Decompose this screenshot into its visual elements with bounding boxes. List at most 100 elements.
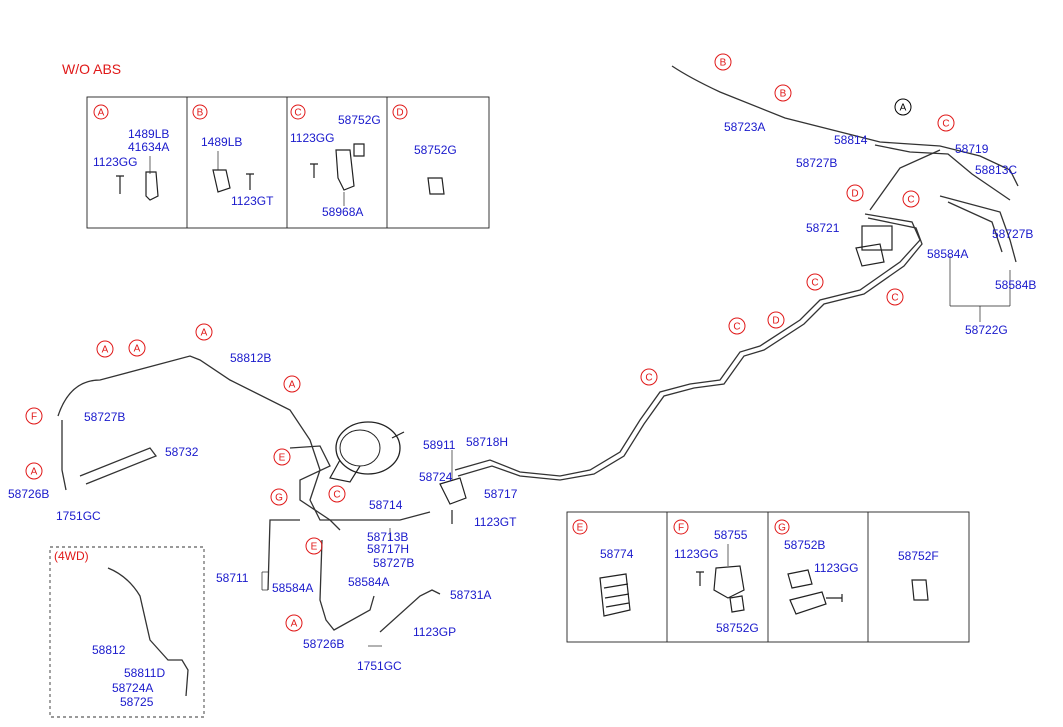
- svg-text:A: A: [201, 328, 208, 339]
- svg-text:G: G: [275, 493, 283, 504]
- svg-text:E: E: [279, 453, 286, 464]
- part-label-58718h: 58718H: [466, 435, 508, 449]
- part-label-58726b-low: 58726B: [303, 637, 344, 651]
- part-label-58584a-low: 58584A: [348, 575, 389, 589]
- legend-top-a: A 1489LB 41634A 1123GG: [93, 104, 169, 201]
- part-label-58717: 58717: [484, 487, 518, 501]
- callout-a-l3: A: [128, 339, 146, 357]
- callout-c-m2: C: [728, 317, 746, 335]
- part-label-58731a: 58731A: [450, 588, 491, 602]
- svg-text:C: C: [907, 195, 914, 206]
- callout-c-top: C: [937, 114, 955, 132]
- legend-bottom-g: G 58752B 1123GG: [774, 519, 858, 615]
- svg-text:B: B: [720, 58, 727, 69]
- part-number: 1489LB: [128, 127, 169, 141]
- part-number: 58812: [92, 643, 126, 657]
- svg-text:C: C: [891, 293, 898, 304]
- callout-label: A: [98, 108, 105, 119]
- variant-label: W/O ABS: [62, 61, 121, 77]
- callout-label: B: [197, 108, 204, 119]
- part-label-58813c: 58813C: [975, 163, 1017, 177]
- part-label-58723a: 58723A: [724, 120, 765, 134]
- part-label-58714: 58714: [369, 498, 403, 512]
- part-label-58812b: 58812B: [230, 351, 271, 365]
- part-label-58584a-mid: 58584A: [272, 581, 313, 595]
- part-label-58732: 58732: [165, 445, 199, 459]
- legend-bottom-plain: 58752F: [898, 549, 939, 601]
- part-label-58814: 58814: [834, 133, 868, 147]
- callout-label: F: [678, 523, 684, 534]
- part-label-1123gt: 1123GT: [474, 515, 517, 529]
- part-label-58724: 58724: [419, 470, 453, 484]
- callout-c-m1: C: [806, 273, 824, 291]
- part-number: 1123GG: [290, 131, 334, 145]
- part-number: 1123GG: [93, 155, 137, 169]
- svg-text:A: A: [900, 103, 907, 114]
- part-label-58717h: 58717H: [367, 542, 409, 556]
- callout-label: D: [396, 108, 403, 119]
- callout-a-l2: A: [96, 340, 114, 358]
- part-label-58911: 58911: [423, 438, 456, 452]
- callouts: B B A C D C C C D C C A A A A F A E G C …: [25, 53, 955, 632]
- bracket-junction: [439, 477, 467, 524]
- legend-bottom-f: F 58755 1123GG 58752G: [673, 519, 759, 635]
- brake-tube-lines: [57, 65, 1019, 633]
- part-label-58719: 58719: [955, 142, 989, 156]
- legend-top-table: [86, 96, 490, 229]
- legend-top-c: C 58752G 1123GG 58968A: [290, 104, 381, 219]
- main-part-labels: 58723A 58814 58727B 58719 58813C 58721 5…: [8, 120, 1036, 673]
- svg-text:E: E: [311, 542, 318, 553]
- svg-text:C: C: [645, 373, 652, 384]
- part-number: 58752G: [338, 113, 381, 127]
- callout-a-black: A: [894, 98, 912, 116]
- part-label-58721: 58721: [806, 221, 840, 235]
- svg-text:C: C: [733, 322, 740, 333]
- legend-top-b: B 1489LB 1123GT: [192, 104, 274, 208]
- svg-text:C: C: [333, 490, 340, 501]
- callout-c-r1: C: [902, 190, 920, 208]
- part-number: 58755: [714, 528, 748, 542]
- part-number: 41634A: [128, 140, 169, 154]
- callout-d-m: D: [767, 311, 785, 329]
- callout-c-m3: C: [640, 368, 658, 386]
- part-label-58584a-right: 58584A: [927, 247, 968, 261]
- svg-text:A: A: [134, 344, 141, 355]
- part-label-58727b-left: 58727B: [84, 410, 125, 424]
- part-label-1123gp: 1123GP: [413, 625, 456, 639]
- legend-bottom-table: [566, 511, 970, 643]
- part-label-58727b-right: 58727B: [992, 227, 1033, 241]
- part-label-58722g: 58722G: [965, 323, 1008, 337]
- svg-text:B: B: [780, 89, 787, 100]
- master-cylinder-booster: [329, 421, 405, 483]
- svg-text:A: A: [289, 380, 296, 391]
- part-label-58726b-left: 58726B: [8, 487, 49, 501]
- callout-b-2: B: [774, 84, 792, 102]
- part-number: 58752B: [784, 538, 825, 552]
- part-number: 58968A: [322, 205, 363, 219]
- hydraulic-unit: [855, 225, 893, 267]
- part-number: 1123GG: [674, 547, 718, 561]
- inset-4wd: (4WD) 58812 58811D 58724A 58725: [49, 546, 205, 718]
- callout-f-l: F: [25, 407, 43, 425]
- part-number: 58752F: [898, 549, 939, 563]
- svg-text:C: C: [811, 278, 818, 289]
- leader-lines: [261, 256, 1011, 647]
- callout-b-1: B: [714, 53, 732, 71]
- callout-e-c1: E: [273, 448, 291, 466]
- part-number: 1123GT: [231, 194, 274, 208]
- part-label-1751gc-low: 1751GC: [357, 659, 402, 673]
- callout-label: E: [577, 523, 584, 534]
- part-label-58727b-top: 58727B: [796, 156, 837, 170]
- callout-e-c2: E: [305, 537, 323, 555]
- callout-a-l5: A: [25, 462, 43, 480]
- part-label-58713b: 58713B: [367, 530, 408, 544]
- callout-g-c: G: [270, 488, 288, 506]
- svg-text:A: A: [102, 345, 109, 356]
- callout-a-l4: A: [283, 375, 301, 393]
- part-label-1751gc-left: 1751GC: [56, 509, 101, 523]
- part-number: 58724A: [112, 681, 153, 695]
- svg-text:A: A: [291, 619, 298, 630]
- callout-c-c: C: [328, 485, 346, 503]
- part-number: 58725: [120, 695, 154, 709]
